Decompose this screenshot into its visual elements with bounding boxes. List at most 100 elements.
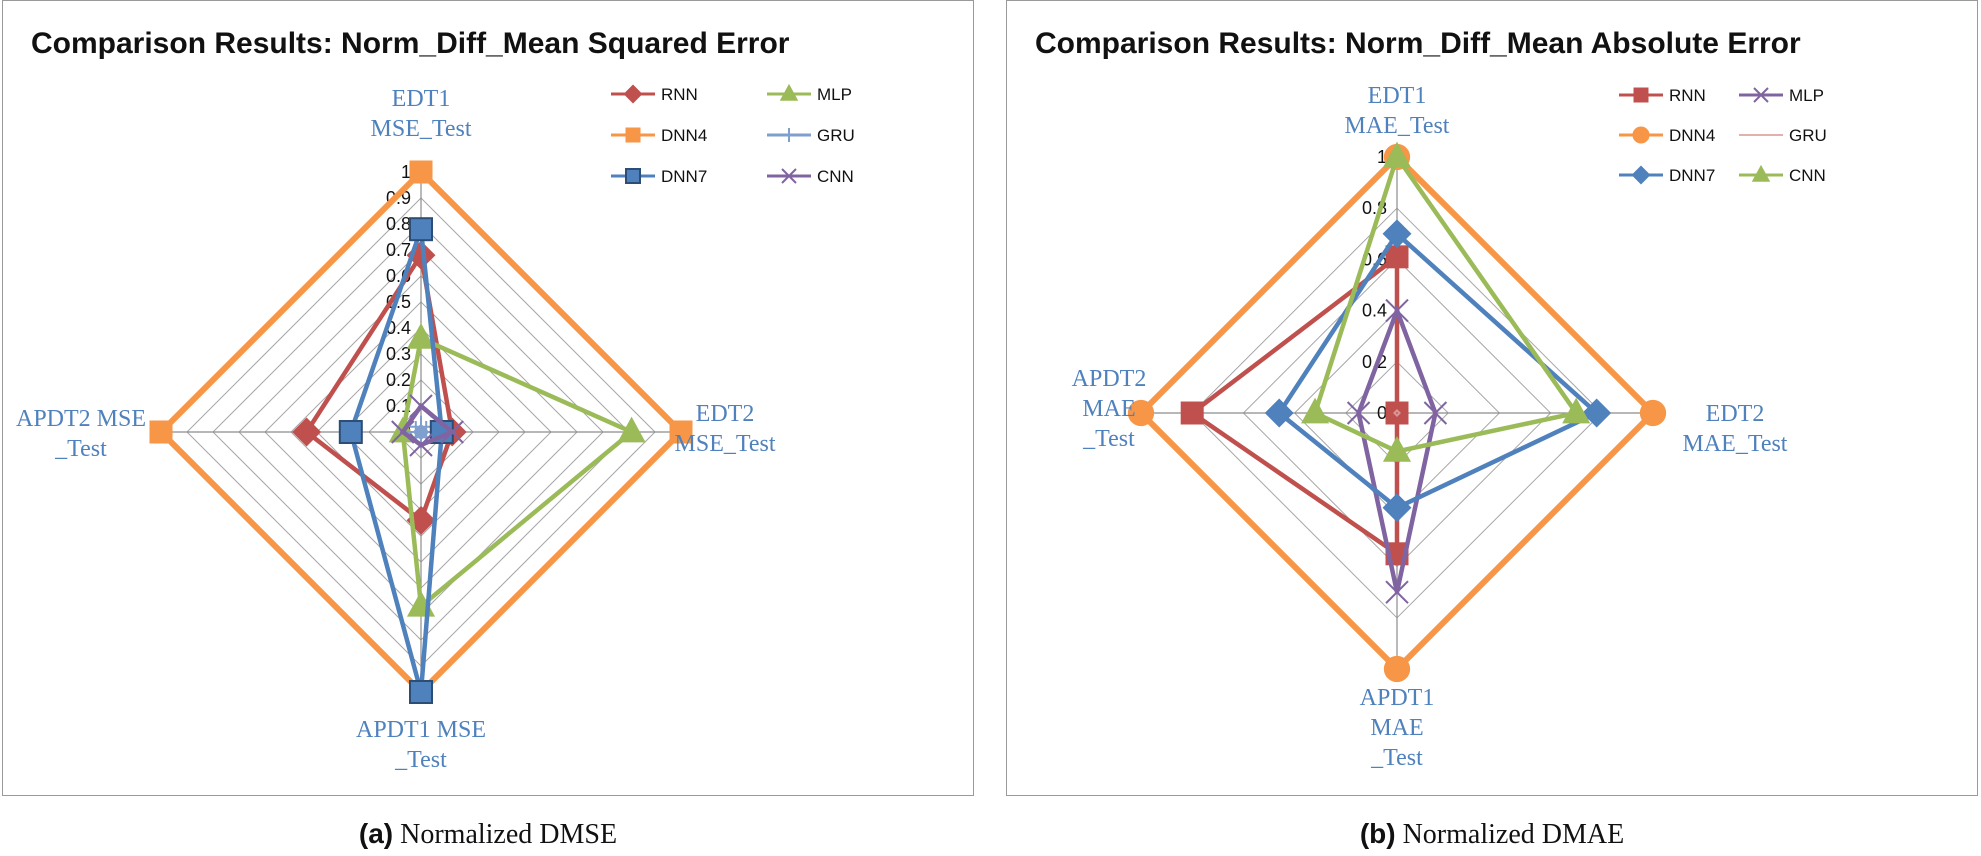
legend-label: GRU [817, 126, 855, 145]
data-point [409, 160, 433, 184]
legend-label: DNN4 [1669, 126, 1715, 145]
legend-label: CNN [817, 167, 854, 186]
tick-label: 1 [1377, 147, 1387, 167]
legend-label: MLP [817, 85, 852, 104]
series-rnn [292, 240, 467, 535]
caption-text: Normalized DMSE [393, 819, 618, 850]
chart-title: Comparison Results: Norm_Diff_Mean Absol… [1035, 27, 1801, 60]
figure-caption-a: (a) Normalized DMSE [2, 818, 974, 851]
data-point [1562, 397, 1591, 424]
legend-label: DNN4 [661, 126, 707, 145]
legend-marker [779, 83, 799, 101]
axis-label-line: EDT2 [696, 401, 755, 427]
data-point [1423, 401, 1448, 425]
legend-item-mlp: MLP [767, 83, 852, 104]
legend-marker [623, 84, 643, 104]
axis-label-line: EDT1 [392, 86, 451, 112]
legend-item-mlp: MLP [1739, 86, 1824, 105]
legend-label: MLP [1789, 86, 1824, 105]
tick-label: 0.6 [1362, 249, 1387, 269]
data-point [1382, 493, 1412, 523]
data-point [1301, 397, 1330, 424]
axis-label-line: _Test [54, 436, 107, 462]
series-group [1127, 141, 1667, 683]
legend-item-dnn4: DNN4 [1619, 126, 1715, 145]
legend-item-cnn: CNN [1739, 164, 1826, 185]
axis-label-line: APDT2 [1072, 366, 1147, 392]
axis-label-line: _Test [1370, 745, 1423, 771]
legend-marker [1751, 164, 1771, 182]
legend-marker [1633, 87, 1649, 103]
series-line [303, 249, 455, 525]
tick-label: 0.7 [386, 240, 411, 260]
legend-item-rnn: RNN [1619, 86, 1706, 105]
tick-label: 0.3 [386, 344, 411, 364]
legend-label: RNN [1669, 86, 1706, 105]
series-mlp [1346, 298, 1448, 604]
tick-label: 1 [401, 162, 411, 182]
caption-letter: (b) [1359, 818, 1396, 849]
legend-label: DNN7 [1669, 166, 1715, 185]
data-point [149, 420, 173, 444]
axis-label-line: MAE [1082, 396, 1135, 422]
data-point [1264, 398, 1294, 428]
tick-label: 0.4 [386, 318, 411, 338]
data-point [1582, 398, 1612, 428]
series-line [348, 228, 445, 693]
data-point [1180, 401, 1204, 425]
figure-caption-b: (b) Normalized DMAE [1006, 818, 1978, 851]
tick-label: 0.2 [386, 370, 411, 390]
data-point [409, 394, 433, 418]
data-point [292, 417, 322, 447]
legend-label: DNN7 [661, 167, 707, 186]
legend-marker [781, 168, 797, 184]
axis-label-line: _Test [1082, 426, 1135, 452]
tick-label: 0 [1377, 403, 1387, 423]
data-point [440, 420, 464, 444]
data-point [409, 217, 433, 242]
axis-label-bottom: APDT1 MSE_Test [356, 717, 486, 773]
data-point [1385, 401, 1409, 425]
legend-marker [782, 128, 796, 142]
series-rnn [1180, 245, 1409, 566]
legend-label: GRU [1789, 126, 1827, 145]
legend-marker [1753, 87, 1769, 103]
legend-item-gru: GRU [1739, 126, 1827, 145]
chart-title: Comparison Results: Norm_Diff_Mean Squar… [31, 27, 790, 60]
data-point [1385, 298, 1409, 323]
series-mlp [388, 323, 646, 617]
data-point [1385, 580, 1409, 604]
axis-label-line: APDT1 [1360, 685, 1435, 711]
axis-label-line: APDT1 MSE [356, 717, 486, 743]
legend-item-dnn4: DNN4 [611, 126, 707, 145]
series-cnn [391, 394, 464, 457]
caption-letter: (a) [358, 818, 394, 849]
legend-marker [1631, 165, 1651, 185]
legend-item-cnn: CNN [767, 167, 854, 186]
series-cnn [1301, 141, 1591, 462]
axis-label-left: APDT2 MSE_Test [16, 406, 146, 462]
legend-label: CNN [1789, 166, 1826, 185]
legend-item-dnn7: DNN7 [611, 167, 707, 186]
chart-panel-dmse: Comparison Results: Norm_Diff_Mean Squar… [2, 0, 974, 796]
data-point [1127, 399, 1155, 427]
axis-label-line: EDT2 [1706, 401, 1765, 427]
series-gru [1393, 409, 1401, 417]
data-point [391, 420, 415, 444]
legend-marker [625, 127, 641, 143]
series-dnn7 [1264, 219, 1612, 523]
axis-label-line: MSE_Test [371, 116, 472, 142]
axis-label-line: MAE_Test [1345, 113, 1450, 139]
legend-marker [1632, 126, 1650, 144]
radar-chart-dmse: 00.10.20.30.40.50.60.70.80.91EDT1MSE_Tes… [16, 83, 855, 773]
data-point [338, 420, 363, 444]
series-group [149, 160, 693, 704]
